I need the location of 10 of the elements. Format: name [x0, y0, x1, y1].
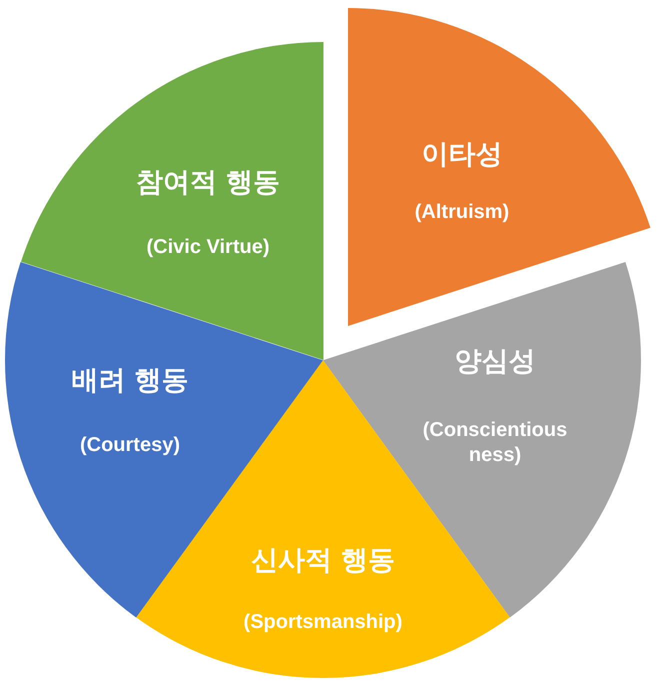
- slice-label: (Sportsmanship): [244, 610, 402, 634]
- slice-label: (Altruism): [414, 200, 510, 226]
- slice-title: 참여적 행동: [136, 166, 280, 200]
- slice-title: 신사적 행동: [250, 544, 396, 578]
- slice-label: (Conscientiousness): [422, 418, 568, 468]
- slice-title: 양심성: [454, 345, 536, 379]
- slice-label: (Civic Virtue): [146, 234, 270, 260]
- slice-title: 배려 행동: [71, 364, 189, 398]
- slice-title: 이타성: [421, 138, 502, 172]
- slice-label: (Courtesy): [80, 433, 180, 458]
